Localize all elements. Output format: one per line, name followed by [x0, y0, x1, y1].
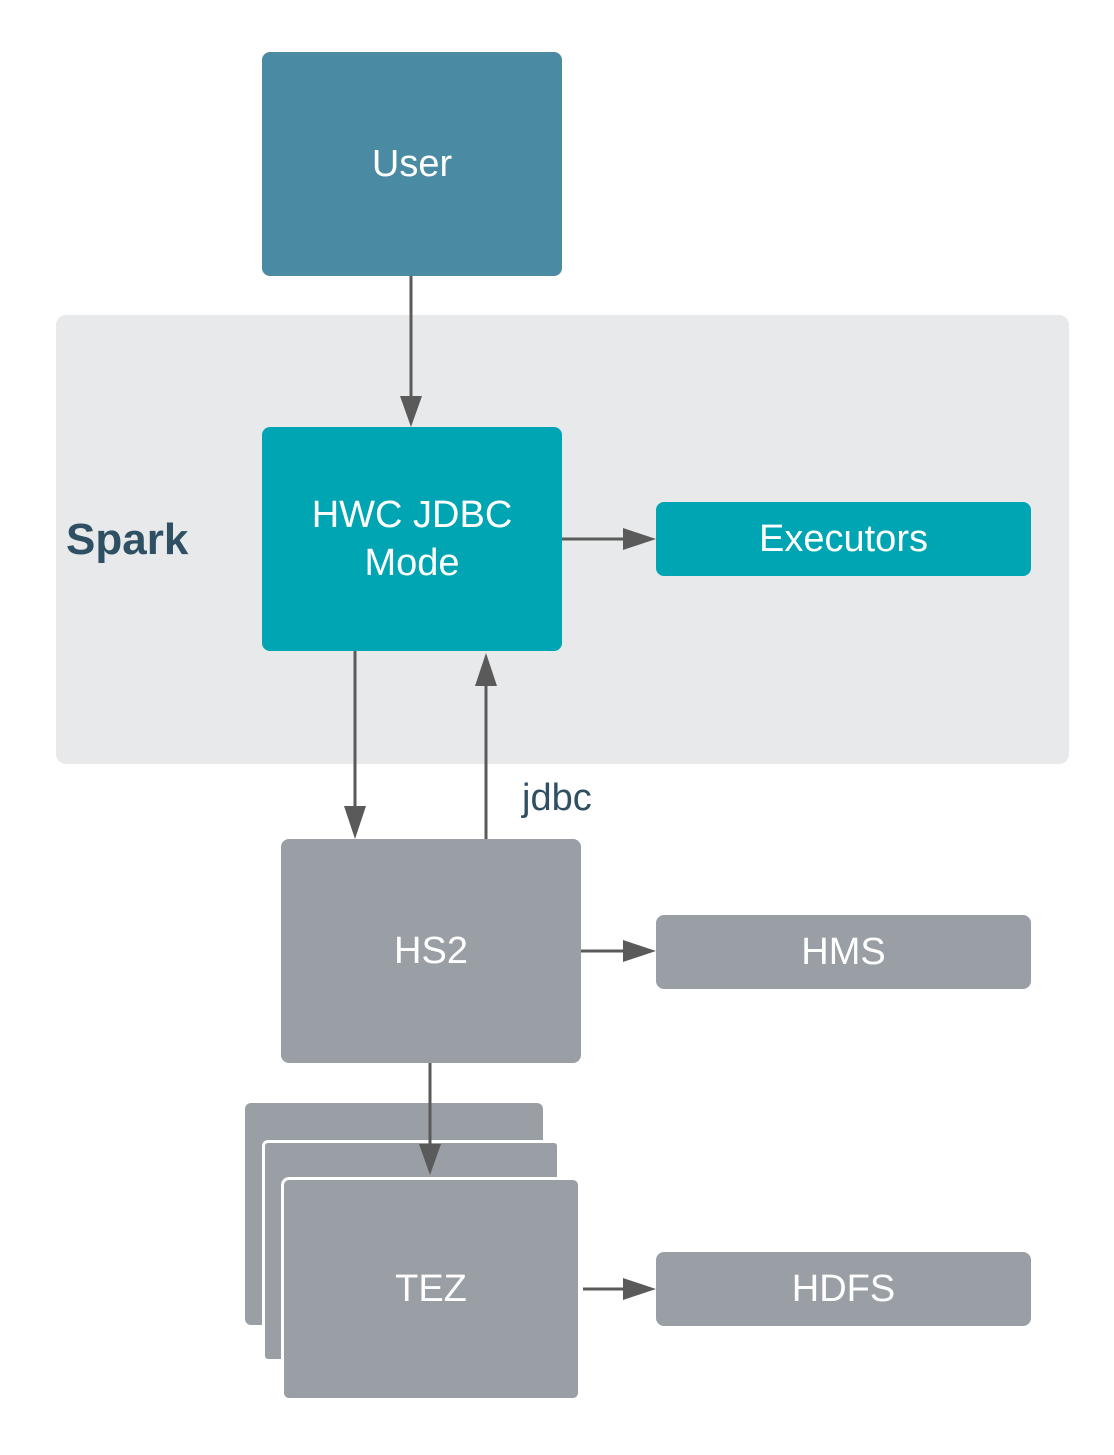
executors-node: Executors — [656, 502, 1031, 576]
hms-label: HMS — [801, 931, 886, 973]
hwc-label-line2: Mode — [364, 542, 460, 584]
hms-node: HMS — [656, 915, 1031, 989]
tez-node: TEZ — [281, 1177, 581, 1401]
hdfs-node: HDFS — [656, 1252, 1031, 1326]
arrow-hs2-to-tez — [419, 1063, 441, 1175]
executors-label: Executors — [759, 518, 928, 560]
hs2-label: HS2 — [394, 930, 468, 972]
hs2-node: HS2 — [281, 839, 581, 1063]
arrow-hwc-to-hs2 — [344, 651, 366, 839]
hwc-label-line1: HWC JDBC — [311, 494, 513, 536]
jdbc-edge-label: jdbc — [522, 777, 592, 819]
user-label: User — [371, 143, 453, 185]
tez-label: TEZ — [395, 1268, 467, 1310]
user-node: User — [262, 52, 562, 276]
hdfs-label: HDFS — [791, 1268, 896, 1310]
arrow-hwc-to-executors — [562, 528, 656, 550]
arrow-tez-to-hdfs — [583, 1278, 656, 1300]
arrow-hs2-to-hwc — [475, 653, 497, 839]
spark-label: Spark — [66, 515, 189, 564]
arrow-user-to-hwc — [400, 276, 422, 427]
hwc-jdbc-mode-node: HWC JDBC Mode — [262, 427, 562, 651]
arrow-hs2-to-hms — [581, 940, 656, 962]
